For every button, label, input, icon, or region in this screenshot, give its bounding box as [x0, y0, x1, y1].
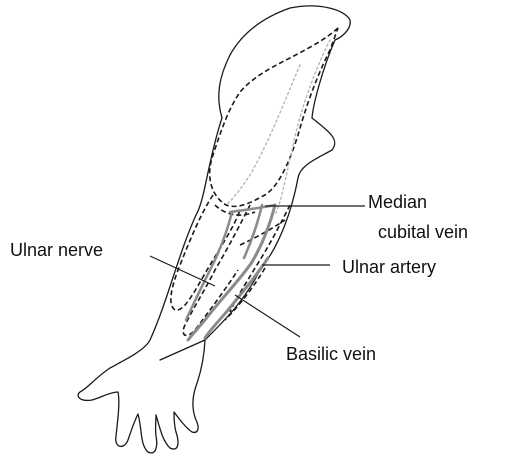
vessels	[186, 40, 330, 340]
median-cubital-vein-label-line2: cubital vein	[378, 222, 468, 242]
muscle-dashed-outlines	[171, 28, 338, 335]
basilic-vein-label: Basilic vein	[286, 344, 376, 364]
median-cubital-vein-label-line1: Median	[368, 192, 427, 212]
basilic-vein-leader	[235, 295, 300, 337]
arm-outline	[78, 6, 350, 453]
ulnar-nerve-label: Ulnar nerve	[10, 240, 103, 260]
ulnar-artery-label: Ulnar artery	[342, 257, 436, 277]
